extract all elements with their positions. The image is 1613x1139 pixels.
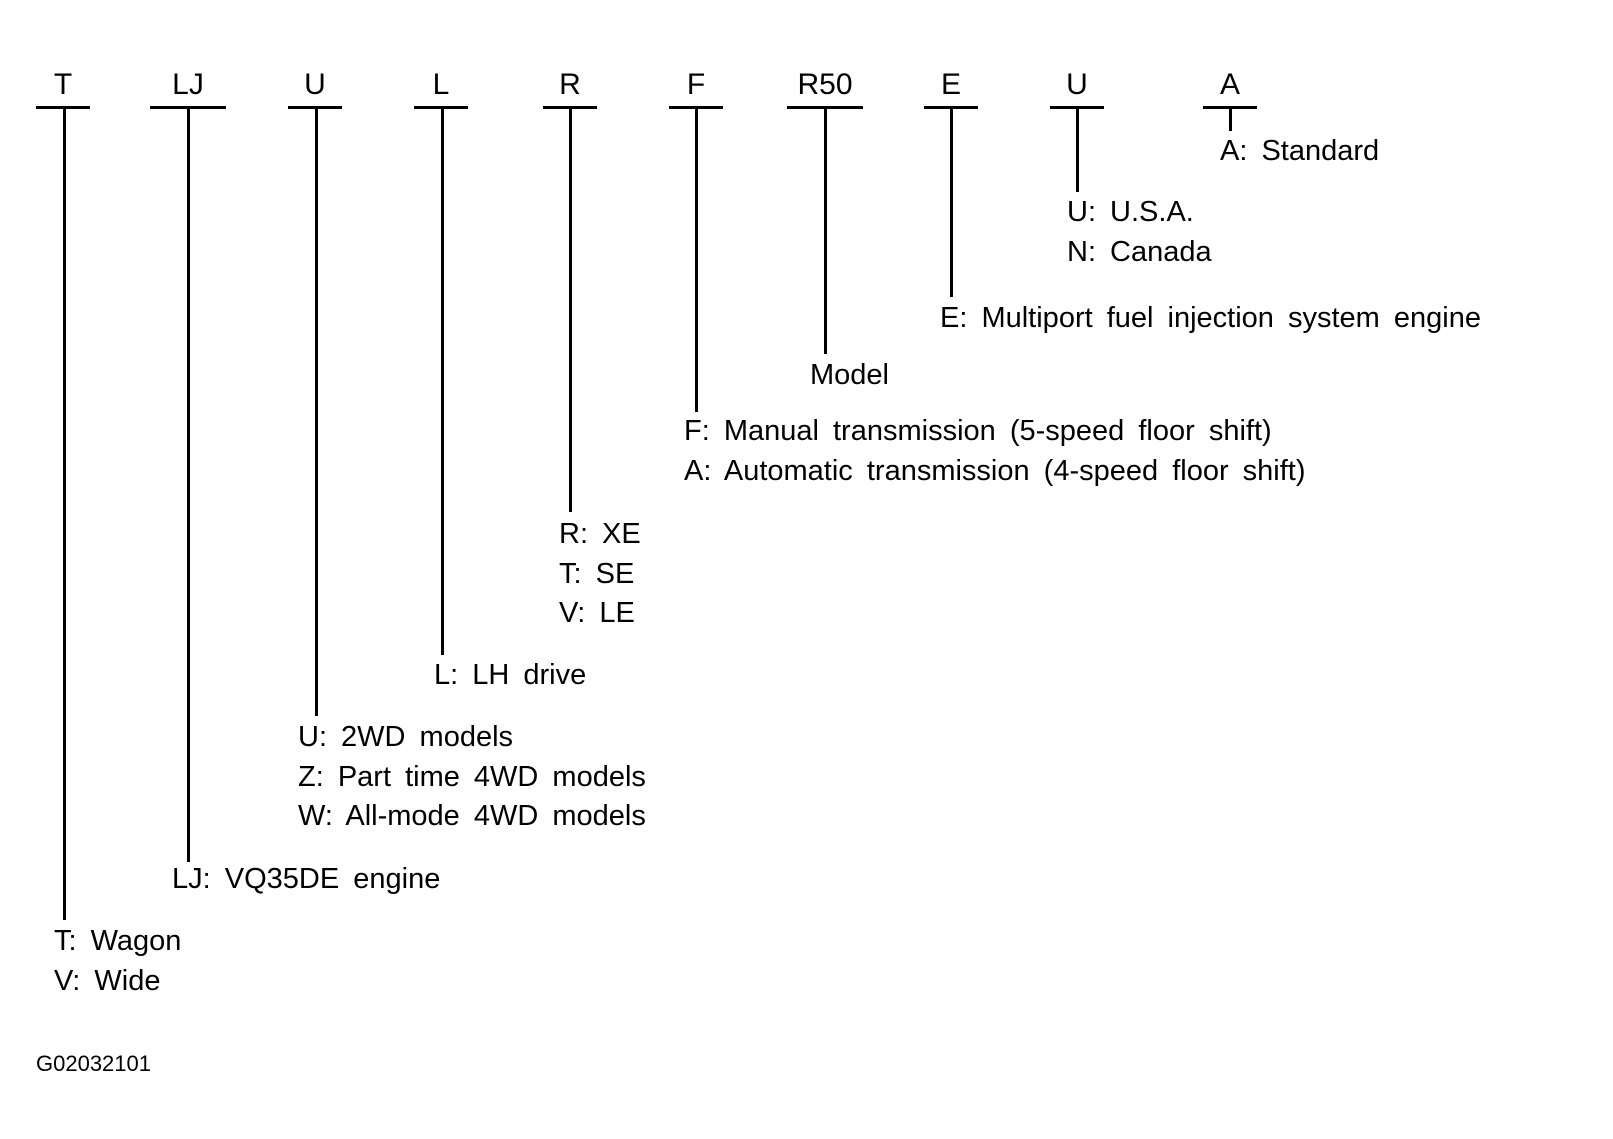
code-segment-1: T — [53, 68, 73, 101]
segment-2-description-1: LJ: VQ35DE engine — [172, 863, 441, 895]
code-underline-2 — [150, 106, 226, 109]
code-segment-10: A — [1219, 68, 1240, 101]
segment-1-description-2: V: Wide — [54, 964, 161, 997]
code-segment-2: LJ — [172, 68, 204, 101]
segment-5-description-2: T: SE — [559, 557, 635, 590]
code-segment-7: R50 — [797, 68, 853, 101]
code-segment-9: U — [1066, 68, 1088, 101]
code-underline-3 — [288, 106, 342, 109]
segment-1-description-1: T: Wagon — [54, 925, 182, 957]
segment-6-description-2: A: Automatic transmission (4-speed floor… — [684, 454, 1306, 487]
code-underline-4 — [414, 106, 468, 109]
segment-9-description-2: N: Canada — [1067, 235, 1212, 268]
code-underline-9 — [1050, 106, 1104, 109]
leader-line-3 — [315, 108, 318, 716]
leader-line-7 — [824, 108, 827, 354]
code-underline-6 — [669, 106, 723, 109]
leader-line-2 — [187, 108, 190, 862]
figure-id: G02032101 — [36, 1051, 151, 1076]
code-underline-7 — [787, 106, 863, 109]
segment-3-description-1: U: 2WD models — [298, 721, 514, 753]
code-segment-3: U — [304, 68, 326, 101]
leader-line-8 — [950, 108, 953, 297]
segment-7-description-1: Model — [810, 359, 889, 391]
segment-3-description-2: Z: Part time 4WD models — [298, 760, 646, 793]
segment-9-description-1: U: U.S.A. — [1067, 196, 1194, 228]
segment-5-description-3: V: LE — [559, 597, 635, 629]
code-underline-1 — [36, 106, 90, 109]
leader-line-9 — [1076, 108, 1079, 192]
code-segment-6: F — [686, 68, 706, 101]
code-underline-8 — [924, 106, 978, 109]
segment-8-description-1: E: Multiport fuel injection system engin… — [940, 302, 1481, 334]
code-underline-10 — [1203, 106, 1257, 109]
code-segment-8: E — [940, 68, 961, 101]
segment-3-description-3: W: All-mode 4WD models — [298, 800, 646, 832]
code-segment-5: R — [559, 68, 581, 101]
code-segment-4: L — [432, 68, 450, 101]
leader-line-5 — [569, 108, 572, 512]
leader-line-10 — [1229, 108, 1232, 131]
leader-line-1 — [63, 108, 66, 920]
segment-5-description-1: R: XE — [559, 518, 641, 550]
segment-10-description-1: A: Standard — [1220, 135, 1380, 167]
leader-line-6 — [695, 108, 698, 412]
leader-line-4 — [441, 108, 444, 655]
segment-6-description-1: F: Manual transmission (5-speed floor sh… — [684, 415, 1272, 447]
segment-4-description-1: L: LH drive — [434, 659, 587, 691]
code-underline-5 — [543, 106, 597, 109]
